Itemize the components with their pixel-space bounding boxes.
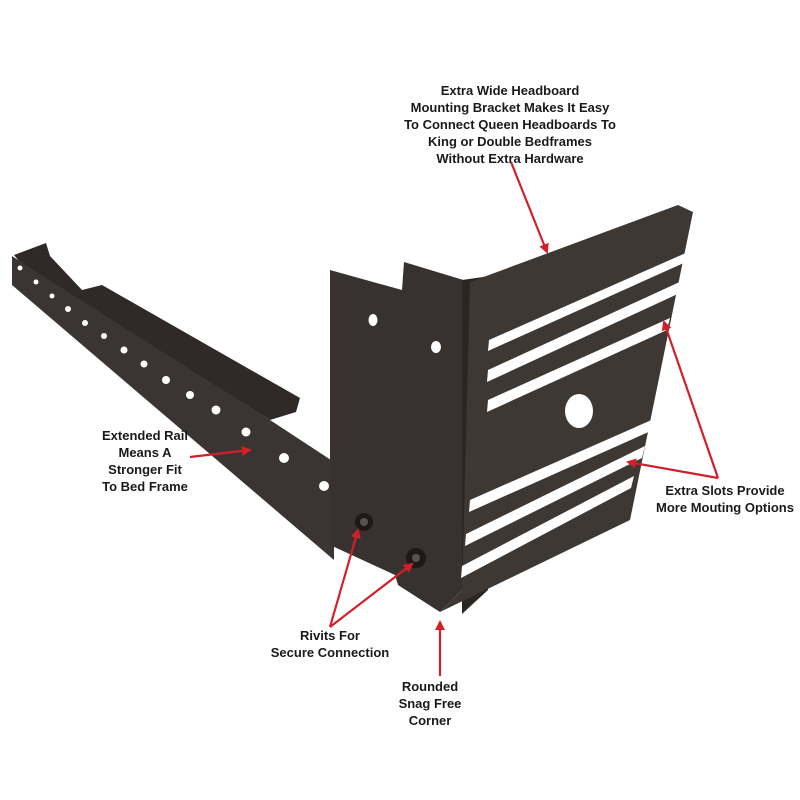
rail-top-flange	[14, 243, 300, 420]
callout-corner-line-1: Rounded	[401, 679, 459, 694]
callout-slots: Extra Slots Provide More Mouting Options	[645, 482, 800, 516]
callout-corner-line-3: Corner	[408, 713, 452, 728]
callout-rail-line-4: To Bed Frame	[102, 479, 188, 494]
callout-rail-line-3: Stronger Fit	[108, 462, 182, 477]
callout-rail-line-1: Extended Rail	[102, 428, 188, 443]
arrow-slot-lower	[626, 458, 719, 480]
callout-corner: Rounded Snag Free Corner	[370, 678, 490, 729]
mounting-plate	[330, 262, 470, 612]
callout-headboard-line-3: To Connect Queen Headboards To	[404, 117, 616, 132]
callout-headboard-line-2: Mounting Bracket Makes It Easy	[410, 100, 610, 115]
callout-rail: Extended Rail Means A Stronger Fit To Be…	[70, 427, 220, 495]
arrow-headboard	[509, 161, 549, 254]
callout-headboard-line-4: King or Double Bedframes	[428, 134, 592, 149]
rail-holes	[17, 265, 329, 491]
arrow-rivet-left	[328, 528, 361, 628]
arrow-rivet-right	[329, 562, 414, 628]
rail-web	[12, 256, 334, 560]
callout-rivets-line-2: Secure Connection	[270, 645, 390, 660]
arrow-slot-upper	[661, 320, 720, 479]
callout-rivets-line-1: Rivits For	[300, 628, 360, 643]
plate-holes	[368, 314, 441, 353]
callout-slots-line-1: Extra Slots Provide	[665, 483, 785, 498]
callout-headboard-line-1: Extra Wide Headboard	[440, 83, 580, 98]
callout-rail-line-2: Means A	[118, 445, 172, 460]
arrow-rail	[189, 445, 252, 459]
callout-headboard-line-5: Without Extra Hardware	[436, 151, 584, 166]
callout-slots-line-2: More Mouting Options	[656, 500, 794, 515]
panel-slots	[461, 252, 688, 578]
callout-headboard: Extra Wide Headboard Mounting Bracket Ma…	[360, 82, 660, 167]
callout-arrows	[189, 161, 720, 676]
callout-corner-line-2: Snag Free	[398, 696, 462, 711]
callout-rivets: Rivits For Secure Connection	[250, 627, 410, 661]
